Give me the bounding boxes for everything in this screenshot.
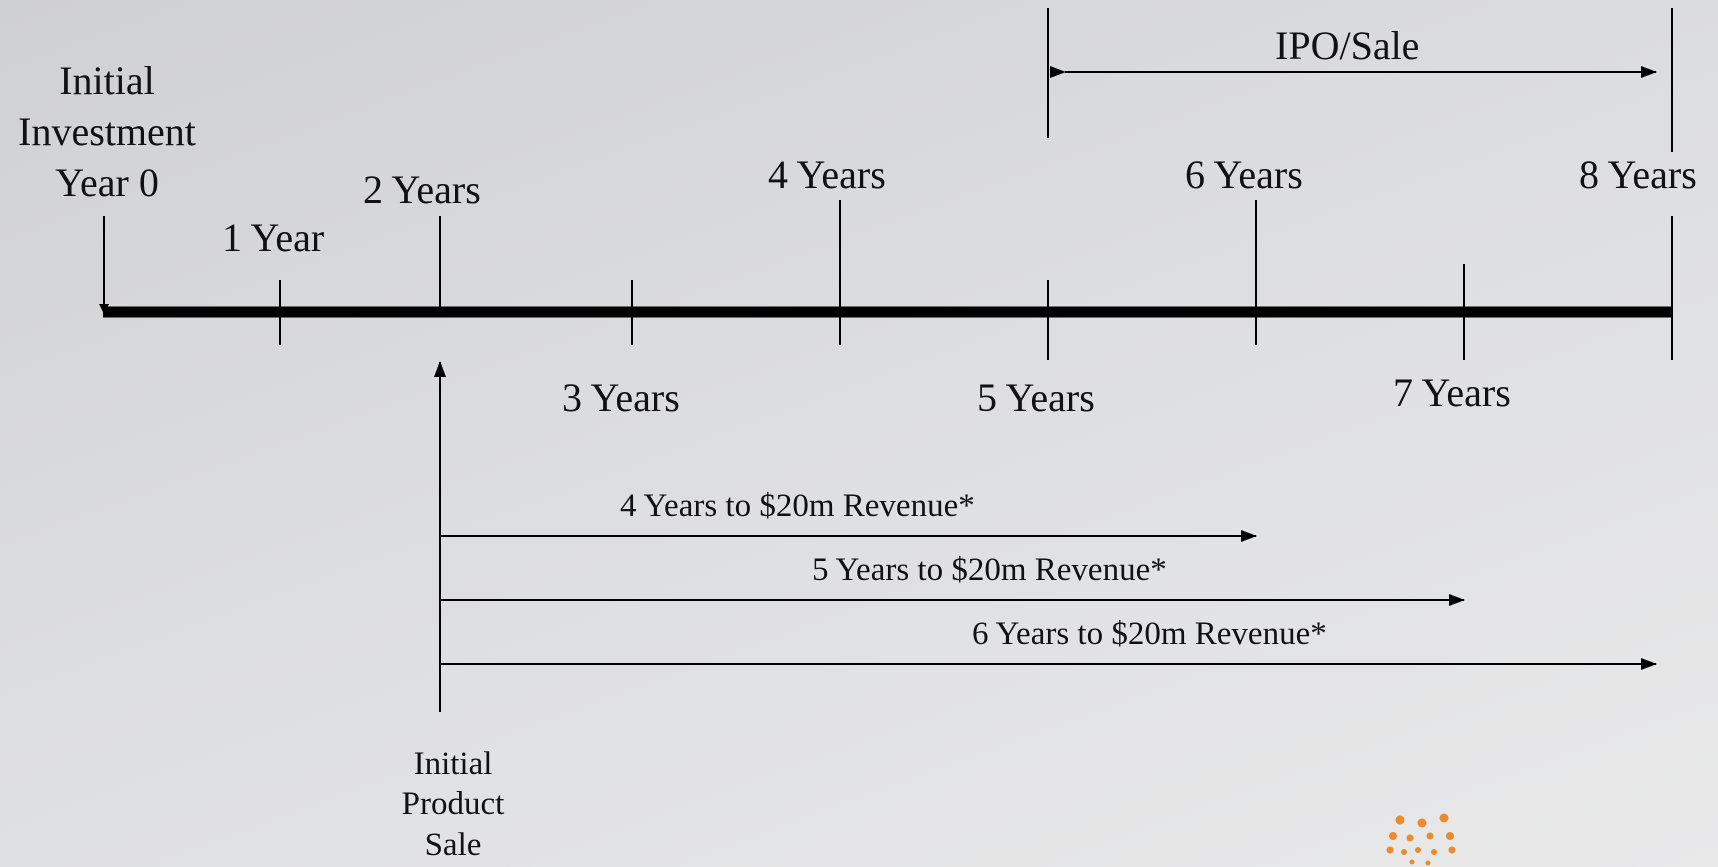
product-sale-label-line-3: Sale bbox=[424, 826, 482, 863]
label-8-years: 8 Years bbox=[1579, 152, 1697, 197]
label-6-years: 6 Years bbox=[1185, 152, 1303, 197]
revenue-label-5-years: 5 Years to $20m Revenue* bbox=[812, 552, 1167, 588]
year-0-label-line-3: Year 0 bbox=[55, 160, 159, 206]
label-2-years: 2 Years bbox=[363, 167, 481, 212]
label-3-years: 3 Years bbox=[562, 375, 680, 420]
year-0-label-line-1: Initial bbox=[59, 58, 155, 103]
label-1-year: 1 Year bbox=[222, 215, 325, 260]
year-0-label: Initial Investment Year 0 bbox=[4, 55, 210, 209]
company-logo bbox=[1386, 813, 1456, 866]
product-sale-label-line-2: Product bbox=[401, 786, 505, 823]
year-0-label-line-2: Investment bbox=[18, 109, 196, 155]
label-5-years: 5 Years bbox=[977, 375, 1095, 420]
revenue-label-6-years: 6 Years to $20m Revenue* bbox=[972, 616, 1327, 652]
product-sale-label: Initial Product Sale bbox=[370, 744, 536, 865]
label-7-years: 7 Years bbox=[1393, 370, 1511, 415]
ipo-sale-label: IPO/Sale bbox=[1275, 23, 1420, 68]
label-4-years: 4 Years bbox=[768, 152, 886, 197]
revenue-label-4-years: 4 Years to $20m Revenue* bbox=[620, 488, 975, 524]
product-sale-label-line-1: Initial bbox=[413, 746, 493, 782]
